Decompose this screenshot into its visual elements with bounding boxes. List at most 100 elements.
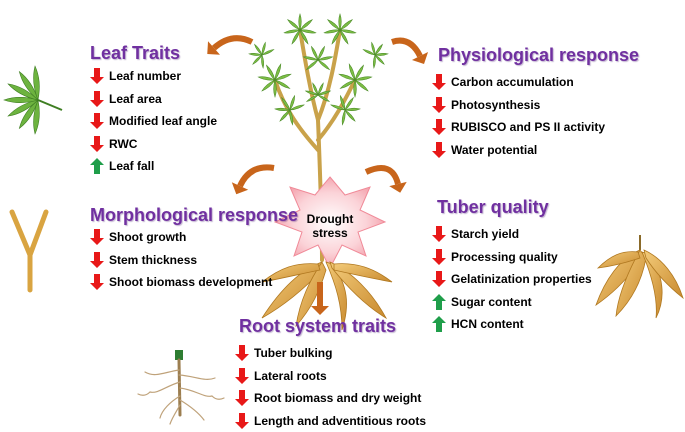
trait-label: HCN content	[451, 317, 524, 331]
down-arrow-icon	[235, 413, 249, 429]
trait-item: HCN content	[432, 313, 592, 336]
down-arrow-icon	[90, 136, 104, 152]
curved-arrow	[232, 167, 274, 194]
trait-label: Shoot growth	[109, 230, 186, 244]
up-arrow-icon	[432, 316, 446, 332]
root-icon	[138, 350, 224, 424]
trait-item: Leaf fall	[90, 155, 217, 178]
curved-arrow	[366, 168, 407, 193]
up-arrow-icon	[432, 294, 446, 310]
down-arrow-icon	[90, 68, 104, 84]
stem-icon	[12, 212, 46, 290]
down-arrow-icon	[90, 113, 104, 129]
heading-leaf-traits: Leaf Traits	[90, 43, 180, 64]
leaflet	[345, 108, 360, 111]
leaflet	[288, 20, 300, 30]
trait-item: Shoot biomass development	[90, 271, 272, 294]
leaflet	[342, 110, 345, 125]
down-arrow-icon	[90, 274, 104, 290]
leaflet	[354, 80, 357, 97]
leaflet	[274, 80, 277, 97]
trait-label: Root biomass and dry weight	[254, 391, 421, 405]
trait-item: Water potential	[432, 139, 605, 162]
trait-label: Leaf fall	[109, 159, 154, 173]
curved-arrow	[207, 38, 252, 55]
trait-item: Tuber bulking	[235, 342, 426, 365]
leaflet	[340, 20, 352, 30]
center-line-1: Drought	[300, 212, 360, 226]
down-arrow-icon	[235, 368, 249, 384]
trait-label: Water potential	[451, 143, 537, 157]
trait-label: Modified leaf angle	[109, 114, 217, 128]
trait-item: Starch yield	[432, 223, 592, 246]
trait-item: Leaf number	[90, 65, 217, 88]
curved-arrow	[392, 41, 428, 64]
down-arrow-icon	[235, 390, 249, 406]
trait-item: Root biomass and dry weight	[235, 387, 426, 410]
trait-label: RUBISCO and PS II activity	[451, 120, 605, 134]
down-arrow-icon	[432, 226, 446, 242]
leaflet	[261, 55, 263, 68]
heading-physiological-response: Physiological response	[438, 45, 639, 66]
leaflet	[318, 60, 329, 70]
leaflet	[280, 110, 290, 121]
trait-item: Shoot growth	[90, 226, 272, 249]
trait-item: Length and adventitious roots	[235, 410, 426, 432]
leaflet	[300, 20, 312, 30]
leaflet	[345, 110, 355, 121]
heading-morphological-response: Morphological response	[90, 205, 298, 226]
trait-item: Lateral roots	[235, 365, 426, 388]
trait-label: Lateral roots	[254, 369, 327, 383]
trait-label: Tuber bulking	[254, 346, 332, 360]
trait-item: Carbon accumulation	[432, 71, 605, 94]
up-arrow-icon	[90, 158, 104, 174]
center-stress-label: Drought stress	[300, 212, 360, 240]
trait-item: Gelatinization properties	[432, 268, 592, 291]
down-arrow-icon	[90, 252, 104, 268]
center-line-2: stress	[300, 226, 360, 240]
down-arrow-icon	[90, 229, 104, 245]
trait-item: Processing quality	[432, 246, 592, 269]
trait-label: Gelatinization properties	[451, 272, 592, 286]
trait-item: Modified leaf angle	[90, 110, 217, 133]
down-arrow-icon	[432, 249, 446, 265]
leaflet	[375, 55, 384, 64]
leaf-icon	[4, 66, 62, 134]
trait-label: Starch yield	[451, 227, 519, 241]
trait-item: Sugar content	[432, 291, 592, 314]
tuber-icon	[596, 235, 683, 318]
heading-tuber-quality: Tuber quality	[437, 197, 549, 218]
trait-label: Shoot biomass development	[109, 275, 272, 289]
down-arrow-icon	[432, 142, 446, 158]
leaflet	[339, 14, 342, 30]
trait-label: RWC	[109, 137, 137, 151]
leaflet	[307, 60, 318, 70]
trait-item: RUBISCO and PS II activity	[432, 116, 605, 139]
trait-item: Leaf area	[90, 88, 217, 111]
leaflet	[328, 20, 340, 30]
trait-label: Stem thickness	[109, 253, 197, 267]
down-arrow-icon	[432, 74, 446, 90]
leaflet	[253, 55, 262, 64]
down-arrow-icon	[432, 97, 446, 113]
leaflet	[299, 14, 302, 30]
down-arrow-icon	[432, 271, 446, 287]
trait-label: Photosynthesis	[451, 98, 540, 112]
heading-root-system-traits: Root system traits	[239, 316, 396, 337]
trait-label: Length and adventitious roots	[254, 414, 426, 428]
trait-item: RWC	[90, 133, 217, 156]
down-arrow-icon	[235, 345, 249, 361]
down-arrow-icon	[432, 119, 446, 135]
trait-label: Leaf area	[109, 92, 162, 106]
trait-label: Carbon accumulation	[451, 75, 574, 89]
leaflet	[373, 55, 375, 68]
trait-label: Processing quality	[451, 250, 558, 264]
trait-item: Photosynthesis	[432, 94, 605, 117]
trait-label: Sugar content	[451, 295, 532, 309]
trait-item: Stem thickness	[90, 249, 272, 272]
